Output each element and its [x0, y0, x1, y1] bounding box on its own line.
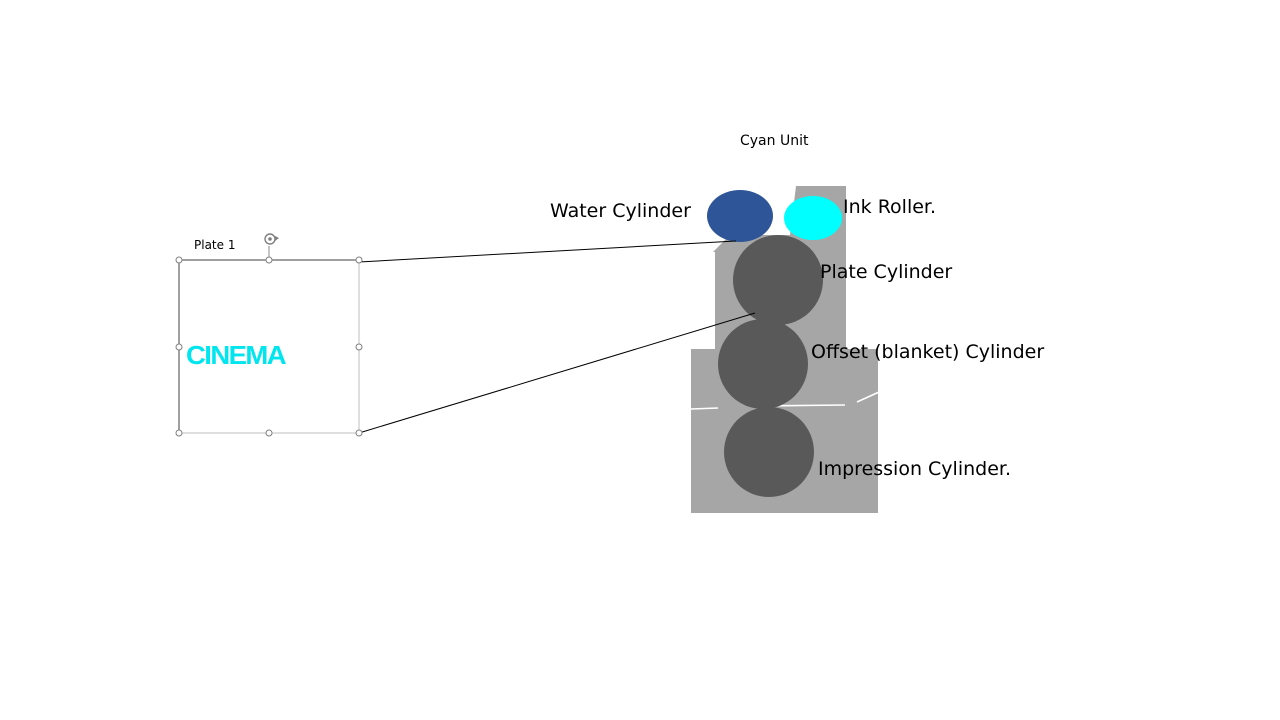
water-cylinder[interactable]: [707, 190, 773, 242]
offset-cylinder-label: Offset (blanket) Cylinder: [811, 341, 1044, 363]
resize-handle-bottom-middle[interactable]: [265, 429, 273, 437]
resize-handle-top-right[interactable]: [355, 256, 363, 264]
resize-handles[interactable]: [175, 256, 363, 437]
diagram-title: Cyan Unit: [740, 133, 809, 149]
resize-handle-bottom-left[interactable]: [175, 429, 183, 437]
rotate-icon[interactable]: [264, 233, 279, 245]
connector-line-top: [358, 240, 737, 263]
water-cylinder-label: Water Cylinder: [550, 200, 691, 222]
resize-handle-top-middle[interactable]: [265, 256, 273, 264]
connector-line-bottom: [358, 312, 756, 434]
impression-cylinder[interactable]: [724, 407, 814, 497]
ink-roller[interactable]: [784, 196, 842, 240]
resize-handle-top-left[interactable]: [175, 256, 183, 264]
ink-roller-label: Ink Roller.: [843, 196, 936, 218]
offset-blanket-cylinder[interactable]: [718, 319, 808, 409]
plate-shape[interactable]: CINEMA: [175, 233, 363, 437]
impression-cylinder-label: Impression Cylinder.: [818, 458, 1011, 480]
plate-text-cinema: CINEMA: [186, 340, 287, 370]
plate-caption: Plate 1: [194, 238, 235, 252]
plate-cylinder[interactable]: [733, 235, 823, 325]
resize-handle-middle-right[interactable]: [355, 343, 363, 351]
resize-handle-middle-left[interactable]: [175, 343, 183, 351]
plate-cylinder-label: Plate Cylinder: [820, 261, 952, 283]
resize-handle-bottom-right[interactable]: [355, 429, 363, 437]
